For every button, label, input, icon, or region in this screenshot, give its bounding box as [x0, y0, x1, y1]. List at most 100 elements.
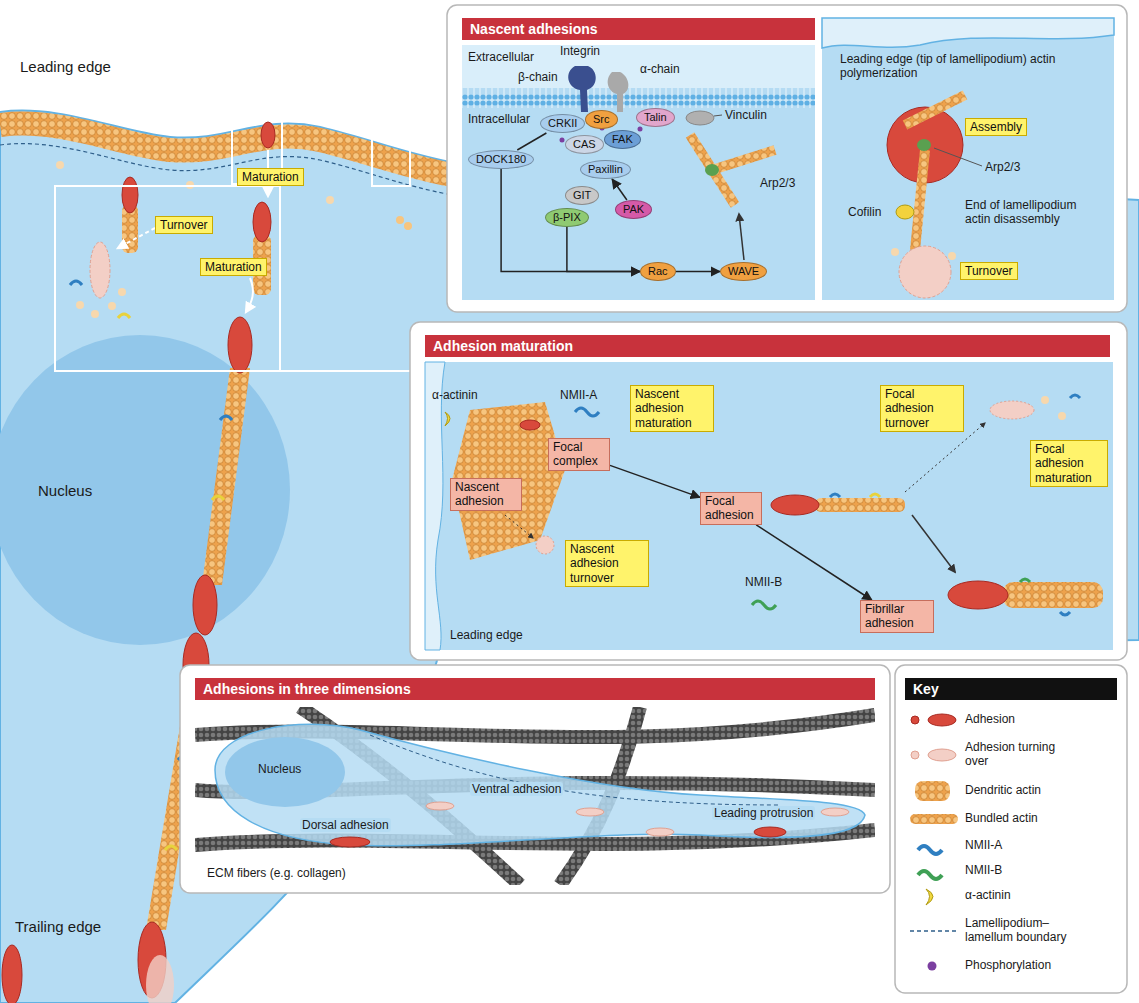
node-text: Fibrillar adhesion: [865, 602, 929, 631]
part-label: Nucleus: [38, 482, 92, 500]
legend-text: α-actinin: [965, 888, 1077, 902]
key-panel: [895, 665, 1127, 993]
adhesion-label: Focal complex: [548, 438, 610, 471]
panel-frame: [520, 420, 540, 430]
panel-frame: [370, 735, 780, 805]
part-label: Trailing edge: [15, 918, 101, 936]
panel-frame: [739, 214, 744, 260]
node-text: Nascent adhesion: [455, 480, 517, 509]
node-text: Nascent adhesion maturation: [635, 387, 709, 430]
adhesion-structures: [118, 314, 130, 318]
protein-oval: DOCK180: [468, 150, 534, 169]
adhesion-structures: [76, 301, 84, 309]
adhesion-structures: [90, 242, 110, 298]
node-text: Focal adhesion maturation: [1035, 442, 1103, 485]
part-label: End of lamellipodium actin disassembly: [965, 198, 1083, 227]
node-text: PAK: [623, 203, 644, 216]
adhesion-structures: [202, 368, 250, 585]
panel-frame: [215, 724, 865, 846]
key-panel: [928, 714, 956, 726]
cell-body: [0, 335, 290, 645]
process-label: Nascent adhesion turnover: [565, 540, 649, 587]
part-label: NMII-B: [745, 575, 782, 589]
protein-oval: β-PIX: [545, 208, 589, 227]
connector-arrow: [610, 465, 700, 497]
panel-frame: [575, 408, 599, 416]
adhesion-structures: [253, 202, 271, 242]
panel-frame: [536, 536, 554, 554]
zoom-frames: [280, 370, 410, 372]
protein-oval: CRKII: [540, 114, 585, 133]
adhesion-structures: [193, 575, 217, 635]
panel-frame: [425, 362, 445, 650]
panel-frame: [712, 150, 775, 170]
part-label: ECM fibers (e.g. collagen): [205, 866, 348, 880]
part-label: Leading edge: [20, 58, 111, 76]
panel-frame: [934, 148, 982, 166]
panel-frame: [560, 138, 565, 143]
panel-frame: [917, 139, 931, 151]
panel: Adhesions in three dimensions: [180, 665, 890, 893]
node-text: Talin: [644, 111, 667, 124]
key-panel: [911, 751, 919, 759]
key-panel: [928, 962, 937, 971]
panel-frame: [462, 45, 815, 300]
key-panel: [910, 814, 958, 824]
part-label: Vinculin: [725, 108, 767, 122]
process-label: Turnover: [960, 262, 1018, 280]
panel-frame: [568, 66, 595, 112]
key-panel: [911, 716, 919, 724]
legend-text: Dendritic actin: [965, 783, 1077, 797]
key-panel: [915, 781, 950, 801]
legend-text: Bundled actin: [965, 811, 1077, 825]
panel-frame: [830, 494, 840, 497]
adhesion-structures: [108, 302, 116, 310]
legend-text: Adhesion turning over: [965, 740, 1065, 769]
panel-heading: Adhesion maturation: [425, 335, 1110, 357]
cell-body: [396, 216, 404, 224]
adhesion-structures: [220, 416, 232, 420]
panel-frame: [646, 828, 674, 836]
part-label: Cofilin: [848, 205, 881, 219]
cell-body: [0, 144, 452, 195]
part-label: Leading protrusion: [712, 806, 815, 820]
panel-frame: [905, 95, 965, 125]
adhesion-label: Fibrillar adhesion: [860, 600, 934, 633]
connector-arrow: [501, 169, 640, 272]
node-text: Turnover: [160, 218, 208, 232]
panel-frame: [771, 495, 819, 515]
panel-frame: [948, 252, 956, 260]
panel-frame: [1058, 412, 1066, 420]
panel-frame: [1060, 612, 1070, 615]
cell-body: [326, 196, 334, 204]
legend-text: Phosphorylation: [965, 958, 1077, 972]
protein-oval: Paxillin: [580, 160, 631, 179]
part-label: β-chain: [518, 70, 558, 84]
panel-frame: [822, 18, 1114, 300]
panel-frame: [990, 401, 1034, 419]
adhesion-structures: [91, 310, 99, 318]
zoom-frames: [55, 186, 280, 371]
panel-frame: [948, 581, 1008, 609]
key-panel: [926, 889, 933, 905]
panel-frame: [225, 737, 345, 807]
panel-frame: [505, 515, 533, 538]
adhesion-structures: [118, 288, 126, 296]
panel-frame: [905, 423, 985, 492]
node-text: Assembly: [970, 120, 1022, 134]
panel-frame: [1020, 579, 1030, 582]
protein-oval: GIT: [565, 186, 599, 205]
part-label: α-actinin: [432, 388, 478, 402]
key-panel: [910, 930, 956, 932]
adhesion-label: Focal adhesion: [700, 492, 762, 525]
panel-frame: [896, 205, 914, 219]
panel-frame: [410, 322, 1127, 660]
panel-frame: [638, 127, 643, 132]
protein-oval: WAVE: [720, 262, 767, 281]
node-text: WAVE: [728, 265, 759, 278]
key-panel: [928, 749, 956, 761]
adhesion-label: Nascent adhesion: [450, 478, 522, 511]
key-panel: [918, 846, 942, 854]
node-text: Maturation: [205, 260, 262, 274]
